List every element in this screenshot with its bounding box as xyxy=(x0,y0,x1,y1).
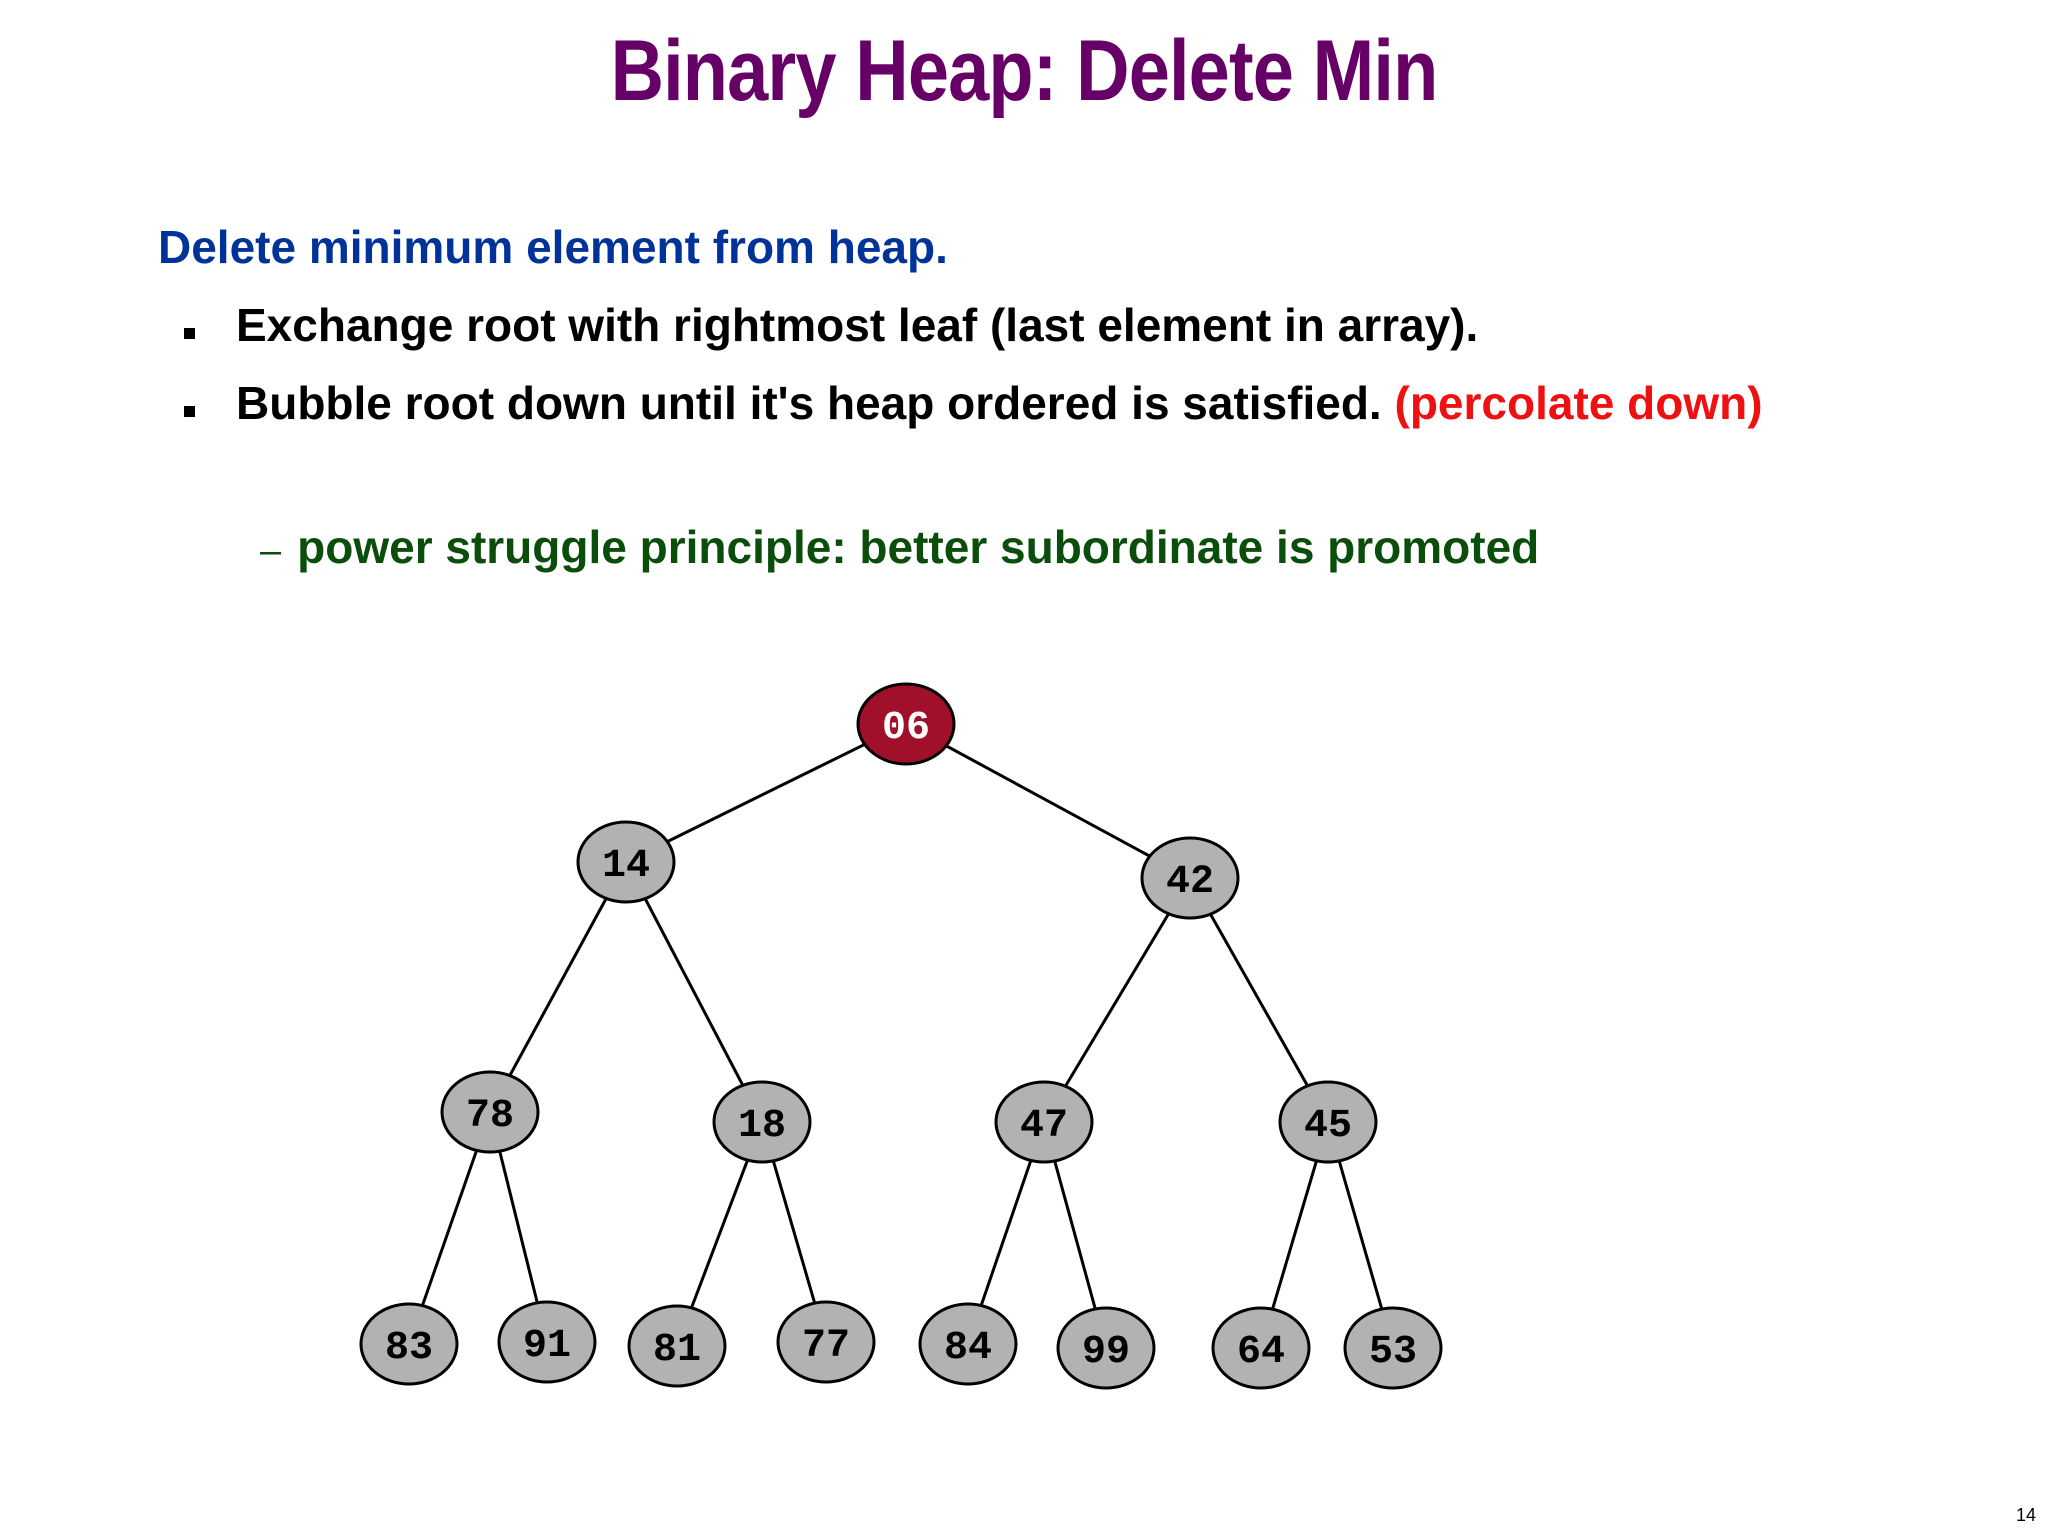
heap-node: 99 xyxy=(1056,1306,1156,1390)
heap-node-circle xyxy=(776,1300,876,1384)
heap-edge-06-42 xyxy=(905,722,1191,880)
slide-title: Binary Heap: Delete Min xyxy=(610,23,1439,119)
heap-node-value: 83 xyxy=(385,1326,433,1371)
heap-node-root: 06 xyxy=(856,682,956,766)
bullet-bubble-text: Bubble root down until it's heap ordered… xyxy=(236,377,1395,429)
heap-node-circle xyxy=(1278,1080,1378,1164)
sub-bullet-dash: – xyxy=(260,530,282,572)
heap-edge-42-47 xyxy=(1042,877,1192,1123)
heap-node-value: 14 xyxy=(602,844,650,889)
heap-node-circle xyxy=(1056,1306,1156,1390)
heap-node: 81 xyxy=(627,1304,727,1388)
heap-node-circle xyxy=(440,1070,540,1154)
heading: Delete minimum element from heap. xyxy=(158,221,948,273)
heap-node: 42 xyxy=(1140,836,1240,920)
heap-node: 83 xyxy=(359,1302,459,1386)
heap-node-circle xyxy=(497,1300,597,1384)
heap-node-value: 42 xyxy=(1166,860,1214,905)
heap-node: 64 xyxy=(1211,1306,1311,1390)
heap-node-value: 53 xyxy=(1369,1330,1417,1375)
heap-edge-06-14 xyxy=(625,722,907,864)
heap-node-value: 81 xyxy=(653,1328,701,1373)
heap-node-circle xyxy=(576,820,676,904)
heap-node-circle xyxy=(856,682,956,766)
heap-node-value: 78 xyxy=(466,1094,514,1139)
heap-node-circle xyxy=(627,1304,727,1388)
heap-node: 47 xyxy=(994,1080,1094,1164)
heap-node-value: 18 xyxy=(738,1104,786,1149)
heap-node: 78 xyxy=(440,1070,540,1154)
heap-node-circle xyxy=(1211,1306,1311,1390)
heap-node-value: 99 xyxy=(1082,1330,1130,1375)
heap-node: 84 xyxy=(918,1302,1018,1386)
heap-node: 91 xyxy=(497,1300,597,1384)
heap-node: 45 xyxy=(1278,1080,1378,1164)
heap-node-value: 06 xyxy=(882,706,930,751)
heap-node-value: 91 xyxy=(523,1324,571,1369)
heap-node-circle xyxy=(712,1080,812,1164)
heap-node-circle xyxy=(1140,836,1240,920)
bullet-square-icon xyxy=(184,406,195,417)
heap-edge-14-18 xyxy=(624,861,764,1123)
heap-node: 77 xyxy=(776,1300,876,1384)
percolate-down-highlight: (percolate down) xyxy=(1394,377,1763,429)
page-number: 14 xyxy=(2015,1505,2036,1525)
sub-bullet: –power struggle principle: better subord… xyxy=(260,520,1539,574)
heap-node-value: 84 xyxy=(944,1326,992,1371)
heap-node-value: 64 xyxy=(1237,1330,1285,1375)
bullet-exchange: Exchange root with rightmost leaf (last … xyxy=(236,292,1796,358)
heap-node: 18 xyxy=(712,1080,812,1164)
sub-bullet-text: power struggle principle: better subordi… xyxy=(297,521,1540,573)
bullet-exchange-text: Exchange root with rightmost leaf (last … xyxy=(236,299,1479,351)
heap-node: 14 xyxy=(576,820,676,904)
heap-node-value: 77 xyxy=(802,1324,850,1369)
heap-node-circle xyxy=(359,1302,459,1386)
heap-node-circle xyxy=(918,1302,1018,1386)
heap-node-value: 47 xyxy=(1020,1104,1068,1149)
heap-node-circle xyxy=(1343,1306,1443,1390)
heap-node: 53 xyxy=(1343,1306,1443,1390)
heap-node-circle xyxy=(994,1080,1094,1164)
bullet-square-icon xyxy=(184,328,195,339)
heap-edge-14-78 xyxy=(488,861,628,1113)
heap-edge-42-45 xyxy=(1188,877,1330,1123)
bullet-bubble: Bubble root down until it's heap ordered… xyxy=(236,370,1796,436)
heap-node-value: 45 xyxy=(1304,1104,1352,1149)
